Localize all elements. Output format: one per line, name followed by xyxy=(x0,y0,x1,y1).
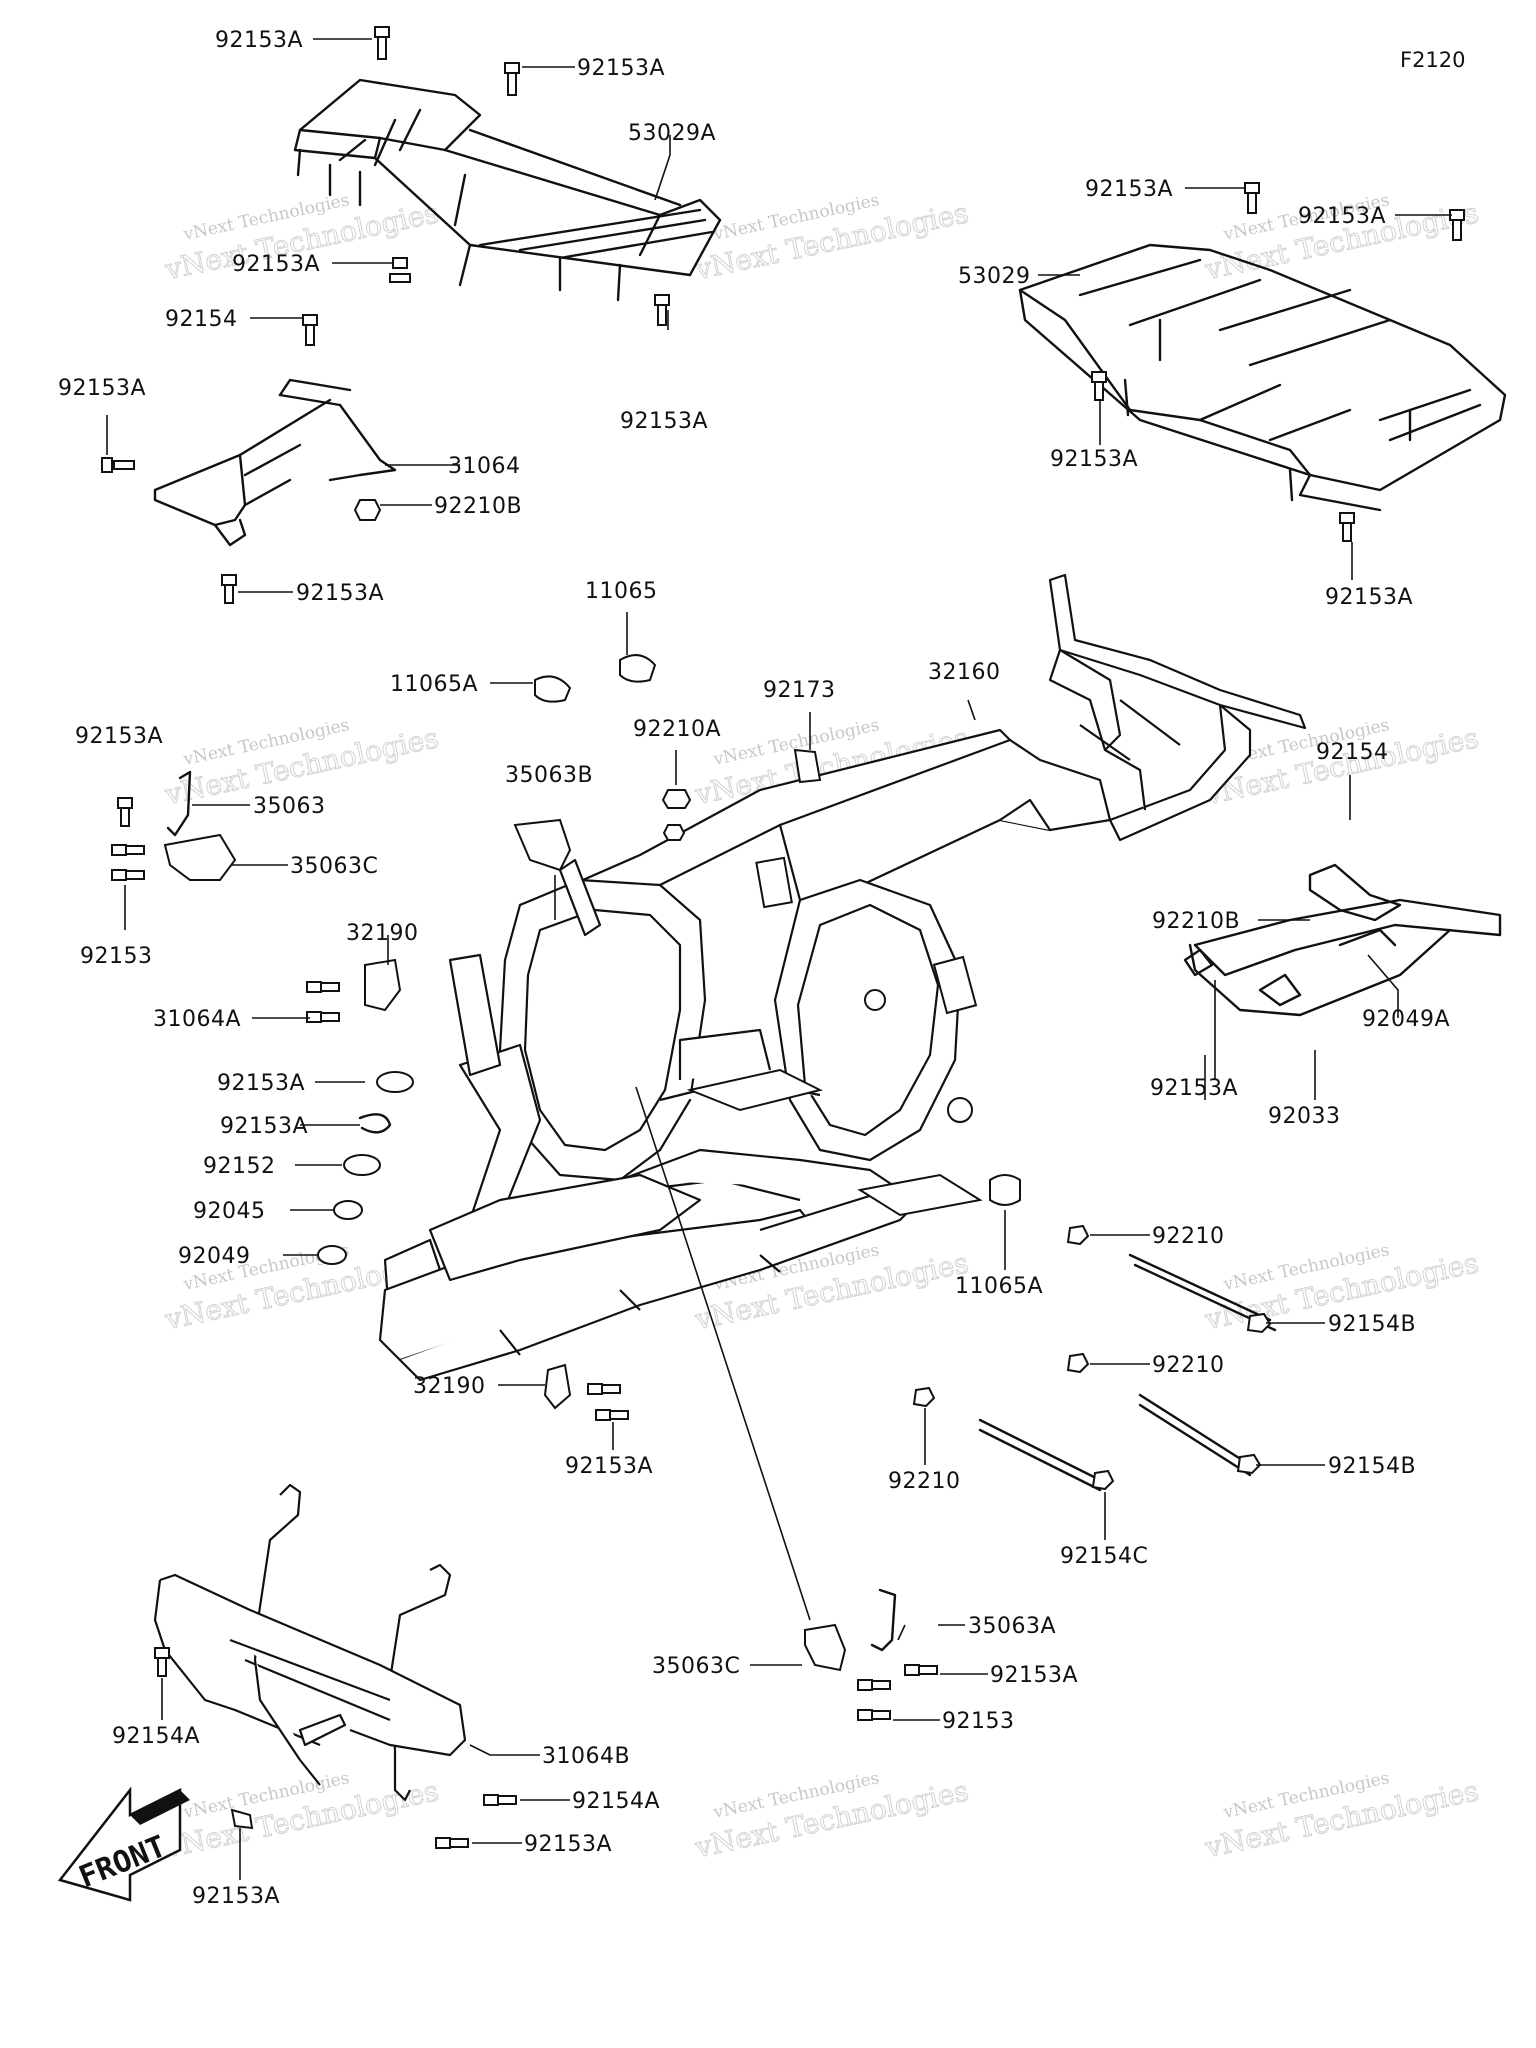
part-label: 92153A xyxy=(217,1071,305,1096)
part-label: 35063B xyxy=(505,763,593,788)
front-bumper-31064b xyxy=(153,1483,467,1802)
part-label: 92210B xyxy=(1152,909,1240,934)
part-label: 35063A xyxy=(968,1614,1056,1639)
part-label: 92152 xyxy=(203,1154,276,1179)
part-label: 35063 xyxy=(253,794,326,819)
part-label: 92045 xyxy=(193,1199,266,1224)
part-label: 32190 xyxy=(346,921,419,946)
part-label: 92153 xyxy=(80,944,153,969)
part-label: 92154A xyxy=(572,1789,660,1814)
part-label: 92153A xyxy=(58,376,146,401)
part-label: 92210A xyxy=(633,717,721,742)
part-label: 31064B xyxy=(542,1744,630,1769)
part-label: 31064A xyxy=(153,1007,241,1032)
guard-31064a xyxy=(1183,863,1502,1017)
part-label: 35063C xyxy=(652,1654,740,1679)
part-label: 53029 xyxy=(958,264,1031,289)
part-label: 92049 xyxy=(178,1244,251,1269)
part-label: 92153A xyxy=(524,1832,612,1857)
part-label: 92153A xyxy=(1050,447,1138,472)
bracket-31064 xyxy=(153,378,397,547)
small-parts xyxy=(101,26,1465,1849)
part-labels: 92153A 92153A 53029A 92153A 92153A 92154… xyxy=(58,28,1450,1909)
part-label: 92153A xyxy=(565,1454,653,1479)
part-label: 92154B xyxy=(1328,1312,1416,1337)
part-label: 92154B xyxy=(1328,1454,1416,1479)
part-label: 11065A xyxy=(955,1274,1043,1299)
part-label: 32190 xyxy=(413,1374,486,1399)
part-label: 11065A xyxy=(390,672,478,697)
part-label: 92153 xyxy=(942,1709,1015,1734)
stay-rods xyxy=(978,1253,1277,1492)
watermark: vNext Technologies vNext Technologies xyxy=(1201,1768,1482,1865)
part-label: 92153A xyxy=(296,581,384,606)
part-label: 92154 xyxy=(1316,740,1389,765)
part-label: 92153A xyxy=(1150,1076,1238,1101)
part-label: 53029A xyxy=(628,121,716,146)
part-label: 92210 xyxy=(1152,1353,1225,1378)
part-label: 92210B xyxy=(434,494,522,519)
watermark: vNext Technologies vNext Technologies xyxy=(691,190,972,287)
part-label: 32160 xyxy=(928,660,1001,685)
front-arrow-icon: FRONT xyxy=(57,1786,190,1902)
part-label: 92153A xyxy=(1325,585,1413,610)
watermark: vNext Technologies vNext Technologies xyxy=(691,1768,972,1865)
part-label: 11065 xyxy=(585,579,658,604)
part-label: 92173 xyxy=(763,678,836,703)
watermark: vNext Technologies vNext Technologies xyxy=(1201,190,1482,287)
part-label: 92049A xyxy=(1362,1007,1450,1032)
part-label: 92154C xyxy=(1060,1544,1148,1569)
leader-lines xyxy=(106,38,1452,1880)
part-label: 92153A xyxy=(1085,177,1173,202)
part-label: 92153A xyxy=(75,724,163,749)
part-label: 92154 xyxy=(165,307,238,332)
part-label: 92033 xyxy=(1268,1104,1341,1129)
part-label: 92153A xyxy=(620,409,708,434)
part-label: 92153A xyxy=(220,1114,308,1139)
part-label: 92153A xyxy=(192,1884,280,1909)
part-label: 92210 xyxy=(1152,1224,1225,1249)
part-label: 92153A xyxy=(215,28,303,53)
main-frame-32160 xyxy=(378,573,1307,1382)
part-label: 92210 xyxy=(888,1469,961,1494)
diagram-code: F2120 xyxy=(1400,48,1466,72)
part-label: 35063C xyxy=(290,854,378,879)
front-carrier-53029a xyxy=(293,78,722,302)
rear-carrier-53029 xyxy=(1018,243,1507,512)
part-label: 92153A xyxy=(577,56,665,81)
part-label: 92154A xyxy=(112,1724,200,1749)
part-label: 92153A xyxy=(990,1663,1078,1688)
part-label: 92153A xyxy=(1298,204,1386,229)
part-label: 31064 xyxy=(448,454,521,479)
part-label: 92153A xyxy=(232,252,320,277)
